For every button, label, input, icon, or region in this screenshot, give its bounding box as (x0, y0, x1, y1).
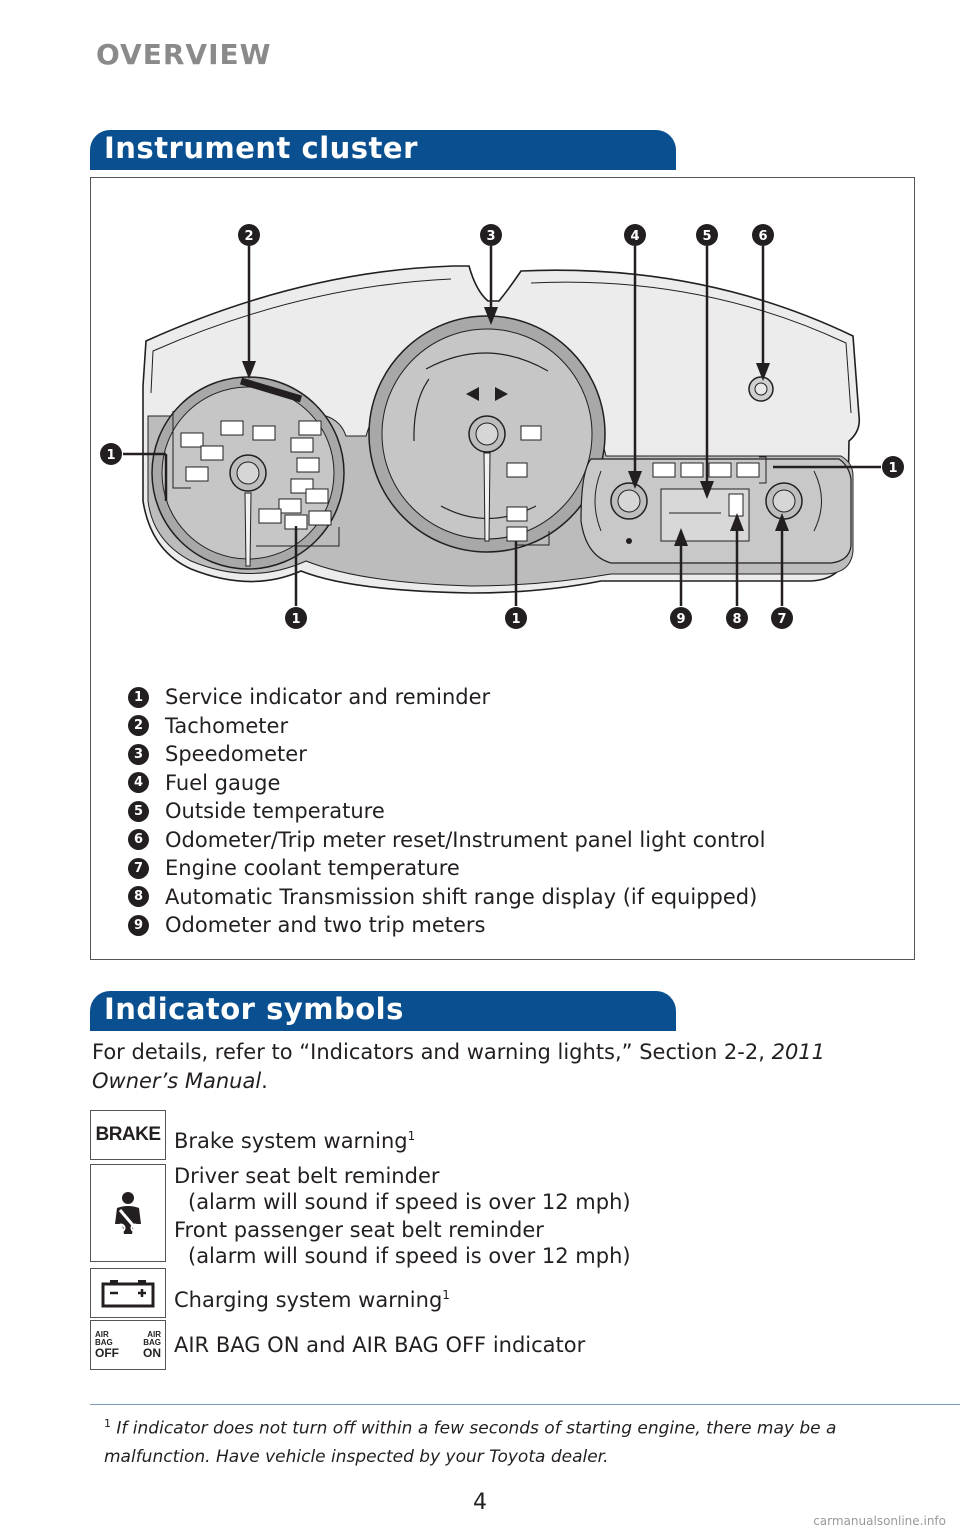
legend-item: 9 Odometer and two trip meters (128, 911, 765, 940)
callout-1-tach (285, 607, 307, 629)
legend-item: 8 Automatic Transmission shift range disp… (128, 883, 765, 912)
airbag-off-label: AIR BAG OFF (95, 1330, 119, 1360)
svg-text:7: 7 (777, 612, 786, 627)
seatbelt-icon (90, 1164, 166, 1262)
svg-text:1: 1 (511, 612, 520, 627)
svg-text:1: 1 (106, 448, 115, 463)
legend-label: Outside temperature (165, 799, 385, 824)
driver-seatbelt-note: (alarm will sound if speed is over 12 mp… (188, 1190, 631, 1214)
legend-label: Service indicator and reminder (165, 685, 491, 710)
svg-text:2: 2 (244, 229, 253, 244)
legend-item: 1 Service indicator and reminder (128, 683, 765, 712)
legend-label: Engine coolant temperature (165, 856, 460, 881)
svg-text:1: 1 (291, 612, 300, 627)
callout-2 (238, 224, 260, 246)
legend-item: 5 Outside temperature (128, 797, 765, 826)
indicator-intro: For details, refer to “Indicators and wa… (92, 1038, 892, 1096)
page-number: 4 (473, 1490, 487, 1515)
footnote-number: 1 (104, 1417, 111, 1430)
section-label: OVERVIEW (96, 38, 272, 71)
legend-label: Tachometer (165, 713, 289, 738)
callout-1-speedo (505, 607, 527, 629)
driver-seatbelt-text: Driver seat belt reminder (174, 1164, 440, 1188)
svg-text:6: 6 (758, 229, 767, 244)
callout-7 (771, 607, 793, 629)
airbag-indicator-label: AIR BAG ON and AIR BAG OFF indicator (174, 1333, 586, 1357)
legend-number: 5 (128, 800, 149, 822)
seatbelt-passenger-label: Front passenger seat belt reminder (alar… (174, 1217, 631, 1269)
legend-label: Odometer/Trip meter reset/Instrument pan… (165, 827, 766, 852)
callout-leaders (123, 246, 881, 606)
legend-label: Fuel gauge (165, 770, 281, 795)
svg-text:5: 5 (702, 229, 711, 244)
callout-9 (670, 607, 692, 629)
cluster-legend: 1 Service indicator and reminder 2 Tachome… (128, 683, 765, 940)
legend-item: 7 Engine coolant temperature (128, 854, 765, 883)
legend-number: 9 (128, 914, 149, 936)
footnote: 1 If indicator does not turn off within … (104, 1410, 884, 1471)
intro-end: . (261, 1069, 268, 1093)
callout-5 (696, 224, 718, 246)
legend-number: 2 (128, 715, 149, 737)
svg-text:9: 9 (676, 612, 685, 627)
brake-text: Brake system warning (174, 1129, 408, 1153)
legend-item: 6 Odometer/Trip meter reset/Instrument pa… (128, 826, 765, 855)
instrument-cluster-diagram: 2 3 4 5 6 1 1 1 1 9 8 7 (100, 224, 904, 629)
svg-text:4: 4 (630, 229, 639, 244)
brake-warning-icon: BRAKE (90, 1110, 166, 1160)
passenger-seatbelt-text: Front passenger seat belt reminder (174, 1218, 544, 1242)
legend-number: 3 (128, 743, 149, 765)
svg-text:3: 3 (486, 229, 495, 244)
footnote-text: If indicator does not turn off within a … (104, 1418, 837, 1467)
callout-3 (480, 224, 502, 246)
callout-8 (726, 607, 748, 629)
legend-item: 3 Speedometer (128, 740, 765, 769)
legend-number: 7 (128, 857, 149, 879)
charging-warning-label: Charging system warning1 (174, 1282, 450, 1313)
brake-icon-text: BRAKE (95, 1124, 161, 1145)
indicator-symbols-heading: Indicator symbols (90, 991, 676, 1031)
seatbelt-driver-label: Driver seat belt reminder (alarm will so… (174, 1163, 631, 1215)
brake-warning-label: Brake system warning1 (174, 1123, 415, 1154)
airbag-on-label: AIR BAG ON (143, 1330, 161, 1360)
footnote-marker: 1 (407, 1129, 416, 1143)
footnote-divider (90, 1404, 960, 1405)
callout-1-left (100, 443, 122, 465)
legend-label: Odometer and two trip meters (165, 913, 486, 938)
legend-label: Speedometer (165, 742, 307, 767)
svg-text:8: 8 (732, 612, 741, 627)
legend-label: Automatic Transmission shift range displ… (165, 884, 758, 909)
legend-number: 8 (128, 886, 149, 908)
charging-text: Charging system warning (174, 1288, 443, 1312)
airbag-icon: AIR BAG OFF AIR BAG ON (90, 1320, 166, 1370)
passenger-seatbelt-note: (alarm will sound if speed is over 12 mp… (188, 1244, 631, 1268)
svg-text:1: 1 (888, 461, 897, 476)
battery-icon (90, 1268, 166, 1318)
footnote-marker: 1 (442, 1288, 450, 1302)
legend-item: 4 Fuel gauge (128, 769, 765, 798)
legend-number: 4 (128, 772, 149, 794)
instrument-cluster-heading: Instrument cluster (90, 130, 676, 170)
callout-4 (624, 224, 646, 246)
instrument-cluster-figure: 2 3 4 5 6 1 1 1 1 9 8 7 (90, 177, 915, 960)
legend-number: 1 (128, 686, 149, 708)
legend-item: 2 Tachometer (128, 712, 765, 741)
legend-number: 6 (128, 829, 149, 851)
callout-6 (752, 224, 774, 246)
watermark: carmanualsonline.info (813, 1514, 946, 1528)
callout-1-right (882, 456, 904, 478)
intro-text: For details, refer to “Indicators and wa… (92, 1040, 772, 1064)
manual-title: 2011 Owner’s Manual (92, 1040, 826, 1093)
